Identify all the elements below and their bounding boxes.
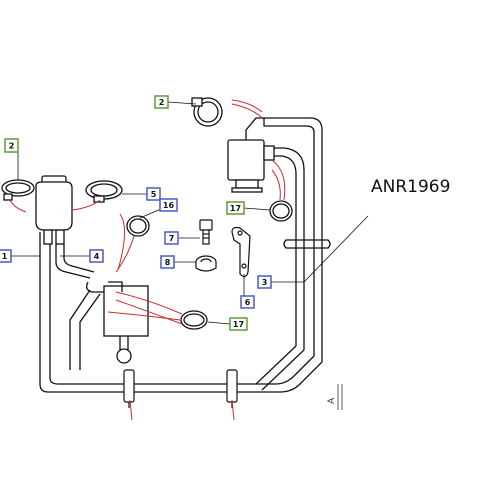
- callout-8: 8: [160, 255, 175, 269]
- hose-clamp-5: [85, 180, 123, 203]
- o-ring-16: [126, 215, 150, 237]
- hose-clamp-top: [191, 97, 223, 127]
- svg-text:8: 8: [165, 258, 171, 267]
- svg-text:6: 6: [245, 298, 251, 307]
- svg-text:A: A: [327, 397, 337, 404]
- bracket-6: [231, 226, 251, 278]
- callout-3: 3: [257, 275, 272, 289]
- callout-1: 1: [0, 249, 12, 263]
- lower-assembly: [69, 281, 149, 370]
- callout-4: 4: [89, 249, 104, 263]
- reservoir-hose: [55, 244, 95, 279]
- callout-2-top: 2: [154, 95, 169, 109]
- o-ring-17-right: [269, 200, 293, 222]
- hose-clamp-left: [1, 179, 35, 201]
- callout-5: 5: [146, 187, 161, 201]
- callout-17-right: 17: [226, 201, 245, 215]
- branch-stub: [283, 239, 331, 249]
- callout-6: 6: [240, 295, 255, 309]
- svg-text:2: 2: [159, 98, 165, 107]
- svg-text:7: 7: [169, 234, 175, 243]
- callout-7: 7: [164, 231, 179, 245]
- svg-text:17: 17: [233, 320, 244, 329]
- hose-loop: [39, 117, 323, 393]
- callout-2-left: 2: [4, 138, 19, 153]
- black-leader-lines: [11, 101, 369, 325]
- svg-text:1: 1: [2, 252, 8, 261]
- svg-text:2: 2: [9, 142, 15, 151]
- coolant-reservoir: [35, 175, 73, 245]
- rail-clamp-left: [123, 369, 135, 408]
- reference-code: ANR1969: [371, 177, 450, 197]
- svg-text:3: 3: [262, 278, 268, 287]
- callout-16: 16: [159, 198, 178, 212]
- red-leader-lines: [9, 99, 286, 421]
- bolt-7: [199, 219, 213, 245]
- callout-17-lower: 17: [229, 317, 248, 331]
- washer-8: [195, 255, 217, 272]
- svg-text:17: 17: [230, 204, 241, 213]
- svg-text:16: 16: [163, 201, 175, 210]
- svg-text:4: 4: [94, 252, 100, 261]
- svg-text:5: 5: [151, 190, 157, 199]
- valve-body: [227, 117, 275, 193]
- corner-mark: A: [327, 384, 343, 410]
- o-ring-17-lower: [180, 310, 208, 330]
